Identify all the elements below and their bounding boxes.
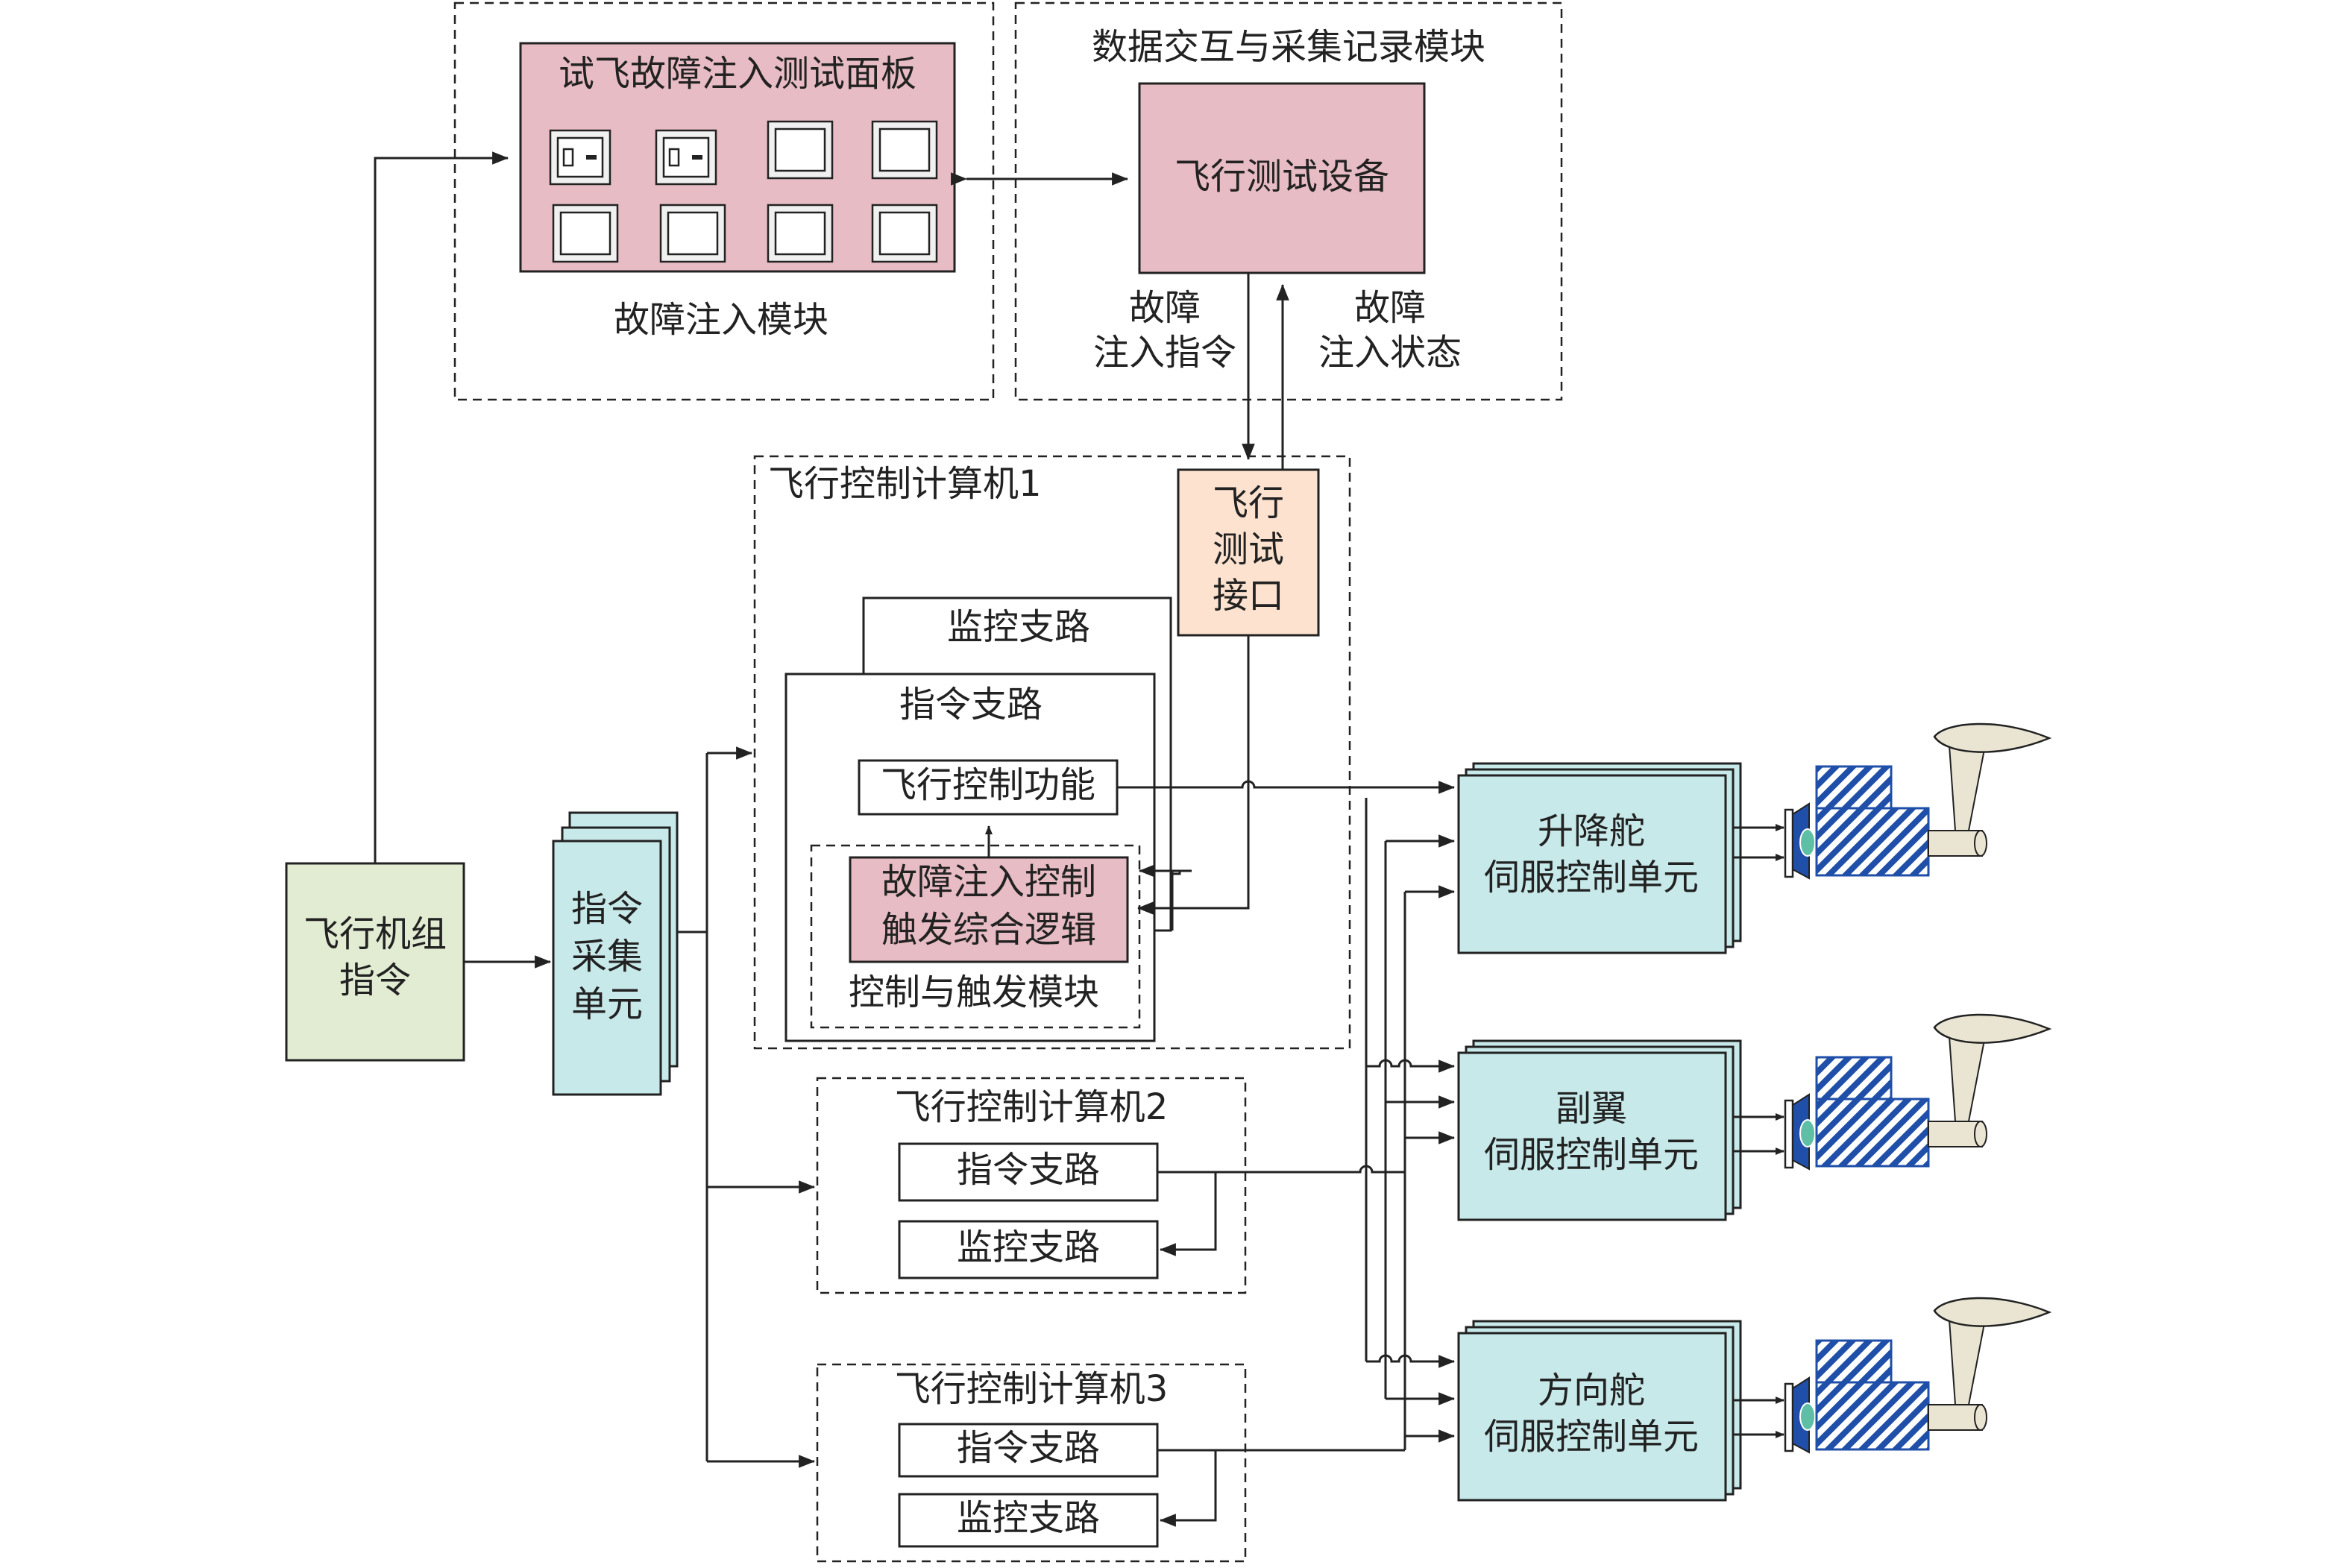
fcc3-monitor-branch[interactable] [898, 1493, 1159, 1548]
data-interaction-module: 数据交互与采集记录模块 飞行测试设备 故障 注入指令 故障 注入状态 [1014, 1, 1563, 401]
bus-to-rudder-1 [1366, 1354, 1456, 1368]
flight-control-function-label: 飞行控制功能 [881, 764, 1095, 806]
fcc1-to-elevator-arrow [1117, 780, 1456, 794]
flight-control-function[interactable] [858, 759, 1119, 816]
monitor-branch-to-logic [1171, 869, 1177, 931]
fcc2-title: 飞行控制计算机2 [895, 1086, 1169, 1128]
test-interface-line-1: 飞行 [1213, 482, 1284, 524]
panel-switch-icon[interactable] [552, 204, 619, 263]
flight-test-interface[interactable] [1177, 468, 1320, 637]
fcc3-cmd-to-monitor-arrow [1159, 1450, 1217, 1527]
rudder-actuator-icon [1733, 1297, 2052, 1454]
fault-logic-line-2: 触发综合逻辑 [881, 909, 1096, 951]
panel-switch-icon[interactable] [549, 129, 611, 186]
crew-command-line-1: 飞行机组 [304, 913, 447, 955]
fcc1-command-branch-label: 指令支路 [899, 684, 1043, 725]
fcc2-cmd-to-monitor-arrow [1159, 1172, 1217, 1256]
panel-switch-icon[interactable] [767, 204, 834, 263]
fault-injection-module: 试飞故障注入测试面板 故障注入模块 [453, 1, 995, 401]
elevator-name: 升降舵 [1538, 810, 1645, 852]
flight-test-device[interactable] [1138, 82, 1426, 274]
fcc1-monitor-branch-label: 监控支路 [947, 606, 1090, 648]
fcc3-group: 飞行控制计算机3 指令支路 监控支路 [816, 1363, 1247, 1563]
aileron-name: 副翼 [1556, 1088, 1627, 1130]
fcc2-command-label: 指令支路 [957, 1149, 1100, 1191]
control-trigger-module [810, 844, 1141, 1029]
fcc2-bus [1157, 1165, 1405, 1174]
fcc3-command-label: 指令支路 [957, 1427, 1100, 1469]
rudder-servo-unit[interactable]: 方向舵 伺服控制单元 [1457, 1320, 1742, 1502]
bus-to-aileron-1 [1366, 1059, 1456, 1073]
fcc2-command-branch[interactable] [898, 1142, 1159, 1202]
panel-switch-icon[interactable] [767, 120, 834, 180]
crew-command-line-2: 指令 [339, 960, 411, 1001]
data-module-title: 数据交互与采集记录模块 [1092, 26, 1485, 68]
rudder-unit: 伺服控制单元 [1484, 1416, 1699, 1458]
panel-title: 试飞故障注入测试面板 [559, 53, 916, 95]
fcc3-monitor-label: 监控支路 [957, 1497, 1100, 1539]
fcc3-title: 飞行控制计算机3 [895, 1368, 1169, 1410]
aileron-actuator-icon [1733, 1013, 2052, 1171]
interface-to-logic-arrow [1136, 635, 1250, 915]
fault-cmd-label-2: 注入指令 [1093, 332, 1236, 374]
elevator-servo-unit[interactable]: 升降舵 伺服控制单元 [1457, 762, 1742, 954]
fcc2-monitor-label: 监控支路 [957, 1227, 1100, 1268]
aileron-servo-unit[interactable]: 副翼 伺服控制单元 [1457, 1039, 1742, 1221]
panel-switch-icon[interactable] [655, 129, 717, 186]
panel-switch-icon[interactable] [871, 120, 938, 180]
fault-injection-module-label: 故障注入模块 [614, 299, 828, 341]
control-trigger-module-label: 控制与触发模块 [849, 972, 1099, 1013]
test-interface-line-3: 接口 [1213, 575, 1284, 617]
elevator-actuator-icon [1733, 722, 2052, 880]
flight-test-device-label: 飞行测试设备 [1174, 156, 1389, 198]
crew-command-box[interactable]: 飞行机组 指令 [285, 862, 465, 1062]
monitor-to-logic-arrow [1169, 871, 1181, 931]
acquisition-line-3: 单元 [571, 983, 643, 1025]
test-interface-line-2: 测试 [1213, 529, 1284, 570]
fcc2-monitor-branch[interactable] [898, 1220, 1159, 1279]
panel-switch-icon[interactable] [871, 204, 938, 263]
acquisition-line-1: 指令 [571, 888, 643, 930]
fault-status-label-1: 故障 [1354, 287, 1426, 329]
panel-switch-icon[interactable] [659, 204, 726, 263]
elevator-unit: 伺服控制单元 [1484, 857, 1699, 898]
fcc2-group: 飞行控制计算机2 指令支路 监控支路 [816, 1077, 1247, 1294]
acquisition-unit[interactable]: 指令 采集 单元 [552, 811, 679, 1096]
fcc1-group: 飞行控制计算机1 飞行 测试 接口 监控支路 指令支路 飞行控制功能 故障注入控… [753, 455, 1351, 1050]
fault-status-label-2: 注入状态 [1318, 332, 1462, 374]
aileron-unit: 伺服控制单元 [1484, 1134, 1699, 1176]
fault-cmd-label-1: 故障 [1129, 287, 1201, 329]
fcc1-title: 飞行控制计算机1 [768, 463, 1042, 505]
fault-logic-line-1: 故障注入控制 [881, 861, 1096, 903]
rudder-name: 方向舵 [1538, 1370, 1645, 1411]
acquisition-line-2: 采集 [571, 936, 643, 977]
crew-to-panel-arrow [374, 151, 509, 863]
panel-switches[interactable] [549, 120, 938, 263]
